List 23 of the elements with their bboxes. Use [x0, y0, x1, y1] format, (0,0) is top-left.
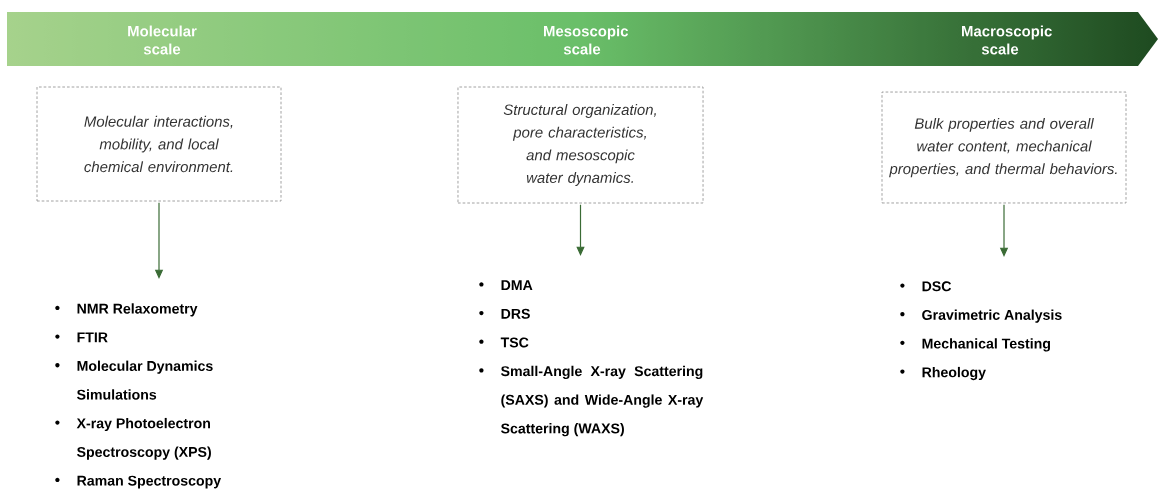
node-label: Gravimetric Analysis	[922, 309, 1062, 323]
node-label: Raman Spectroscopy	[77, 475, 222, 489]
description-box: Bulk properties and overall water content, mechanical properties, and thermal behaviors.	[881, 91, 1127, 204]
node-label: DSC	[922, 281, 952, 292]
description-box: Molecular interactions, mobility, and local chemical environment.	[36, 86, 282, 202]
node-label: Rheology	[922, 366, 986, 381]
node-label: NMR Relaxometry	[77, 303, 198, 317]
node-label: Small-Angle X-ray Scattering (SAXS) and Wide-Angle X-ray Scattering (WAXS)	[501, 365, 704, 437]
technique-list: DSC Gravimetric Analysis Mechanical Testing Rheology	[900, 281, 1062, 381]
node-label: TSC	[500, 337, 529, 348]
node-label: X-ray Photoelectron Spectroscopy (XPS)	[76, 417, 211, 460]
node-label: FTIR	[77, 332, 108, 343]
banner-label: Mesoscopic scale	[544, 25, 629, 55]
technique-list: DMA DRS TSC Small-Angle X-ray Scattering (SAXS) and Wide-Angle X-ray Scattering (WAXS)	[479, 280, 704, 437]
arrow	[576, 204, 585, 256]
banner-label: Macroscopic scale	[962, 25, 1052, 55]
banner-label: Molecular scale	[128, 25, 197, 55]
description-box: Structural organization, pore characteristics, and mesoscopic water dynamics.	[457, 86, 704, 204]
node-label: Mechanical Testing	[922, 338, 1050, 352]
technique-list: NMR Relaxometry FTIR Molecular Dynamics Simulations X-ray Photoelectron Spectroscopy (XPS) Raman Spectroscopy	[55, 303, 221, 489]
node-label: DRS	[501, 308, 530, 319]
node-label: Molecular Dynamics Simulations	[77, 360, 213, 400]
node-label: DMA	[501, 280, 533, 290]
